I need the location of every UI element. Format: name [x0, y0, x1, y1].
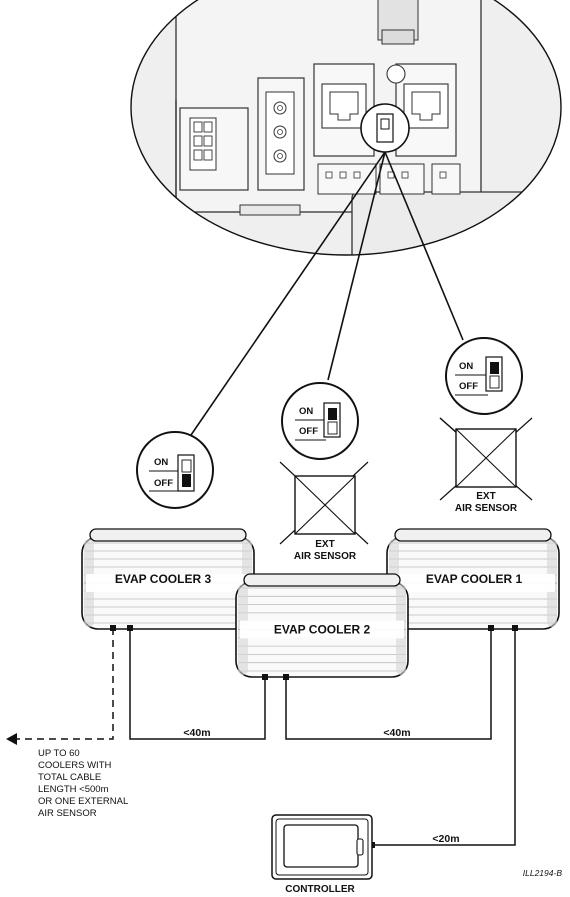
controller-label: CONTROLLER — [285, 884, 355, 895]
switch-slider — [490, 362, 499, 374]
ext-air-sensor-cooler-1: EXT AIR SENSOR — [439, 417, 533, 514]
note-line: COOLERS WITH — [38, 760, 112, 771]
sensor-label-line2: AIR SENSOR — [294, 551, 357, 562]
cabling — [12, 628, 516, 846]
cable-length-label: <40m — [383, 727, 410, 739]
switch-slider — [328, 408, 337, 420]
sensor-label-line1: EXT — [315, 539, 334, 550]
cable-extension-dashed — [12, 628, 114, 740]
sensor-label-line2: AIR SENSOR — [455, 503, 518, 514]
note-line: UP TO 60 — [38, 748, 80, 759]
controller-display — [283, 824, 359, 868]
dip-switch-callout-cooler-3: ON OFF — [136, 431, 214, 509]
switch-slider — [182, 474, 191, 487]
dip-switch-callout-cooler-1: ON OFF — [445, 337, 523, 415]
controller-unit: CONTROLLER — [271, 814, 373, 895]
power-connector — [179, 107, 249, 191]
ext-air-sensor-cooler-2: EXT AIR SENSOR — [279, 461, 369, 562]
arrow-left-icon — [6, 733, 17, 745]
note-line: OR ONE EXTERNAL — [38, 796, 128, 807]
switch-off-label: OFF — [299, 426, 318, 437]
note-line: AIR SENSOR — [38, 808, 97, 819]
board-detail-view — [130, 0, 562, 256]
note-line: LENGTH <500m — [38, 784, 109, 795]
figure-reference: ILL2194-B — [523, 868, 563, 878]
switch-off-label: OFF — [154, 478, 173, 489]
terminal-block — [257, 77, 305, 191]
note-line: TOTAL CABLE — [38, 772, 101, 783]
cooler-2-label: EVAP COOLER 2 — [274, 623, 371, 637]
cable-cooler3-to-cooler2 — [129, 628, 266, 740]
dip-switch-callout-cooler-2: ON OFF — [281, 382, 359, 460]
switch-on-label: ON — [299, 406, 313, 417]
evap-cooler-2: EVAP COOLER 2 — [235, 573, 409, 678]
evap-cooler-3 — [81, 528, 255, 630]
board-header-strip — [317, 163, 461, 195]
board-dip-switch — [360, 103, 410, 153]
callout-lines — [190, 151, 464, 436]
cable-cooler2-to-cooler1 — [285, 628, 492, 740]
cable-length-label: <40m — [183, 727, 210, 739]
cooler-3-label: EVAP COOLER 3 — [115, 572, 212, 586]
switch-off-label: OFF — [459, 381, 478, 392]
expansion-note: UP TO 60 COOLERS WITH TOTAL CABLE LENGTH… — [38, 748, 128, 819]
sensor-label-line1: EXT — [476, 491, 495, 502]
cable-length-label: <20m — [432, 833, 459, 845]
cooler-1-label: EVAP COOLER 1 — [426, 572, 523, 586]
switch-on-label: ON — [154, 457, 168, 468]
cable-cooler1-to-controller — [372, 628, 516, 846]
switch-on-label: ON — [459, 361, 473, 372]
